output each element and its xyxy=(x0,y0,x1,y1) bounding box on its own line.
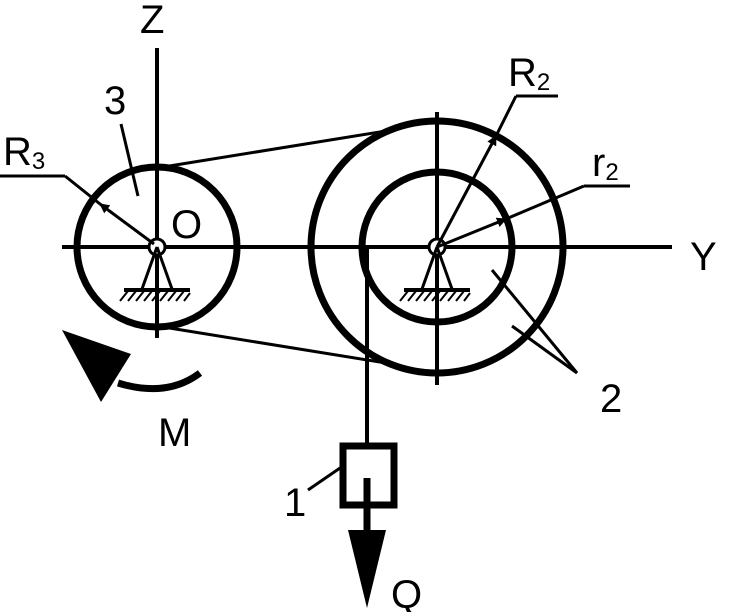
body-1-label: 1 xyxy=(284,481,306,525)
belt-lower-span xyxy=(156,324,393,366)
moment-arrow xyxy=(62,330,203,402)
radius-2-outer-main: R xyxy=(508,51,537,95)
belt-upper-span xyxy=(156,128,393,170)
weight-arrowhead xyxy=(348,530,386,608)
radius-3-label: R3 xyxy=(3,130,45,175)
radius-2-outer-leader xyxy=(494,95,518,137)
weight-label: Q xyxy=(391,573,422,612)
pulley-2 xyxy=(307,94,630,377)
radius-2-inner-subscript: 2 xyxy=(605,159,618,186)
body-2-leader-inner xyxy=(490,269,579,374)
moment-label: M xyxy=(158,411,191,455)
body-3-label: 3 xyxy=(104,79,126,123)
radius-2-outer-arrow xyxy=(435,135,498,248)
radius-2-outer-subscript: 2 xyxy=(537,69,550,96)
body-3-leader xyxy=(119,123,140,197)
radius-3-leader xyxy=(64,174,101,206)
body-1-leader xyxy=(307,464,344,492)
moment-arrowhead xyxy=(62,330,131,402)
moment-arc xyxy=(116,370,203,393)
y-axis-label: Y xyxy=(690,235,717,279)
pulley-2-support xyxy=(399,246,471,302)
radius-2-inner-main: r xyxy=(592,141,605,185)
origin-label: O xyxy=(171,203,202,247)
labels: Z Y O 3 R3 R2 r2 2 M 1 Q xyxy=(3,0,717,612)
radius-2-inner-label: r2 xyxy=(592,141,619,186)
body-2-leader-outer xyxy=(511,324,578,375)
radius-2-inner-leader xyxy=(505,184,585,221)
load-assembly xyxy=(307,247,398,608)
radius-3-subscript: 3 xyxy=(32,148,45,175)
pulley-2-inner-rim xyxy=(358,168,516,326)
pulley-3-support xyxy=(119,246,191,302)
body-2-label: 2 xyxy=(600,377,622,421)
radius-2-inner-arrow xyxy=(436,217,507,249)
radius-2-outer-label: R2 xyxy=(508,51,550,96)
radius-3-arrow xyxy=(99,202,155,246)
z-axis-label: Z xyxy=(140,0,164,42)
radius-3-main: R xyxy=(3,130,32,174)
belt xyxy=(156,128,393,366)
pulley-2-outer-rim xyxy=(307,117,567,377)
